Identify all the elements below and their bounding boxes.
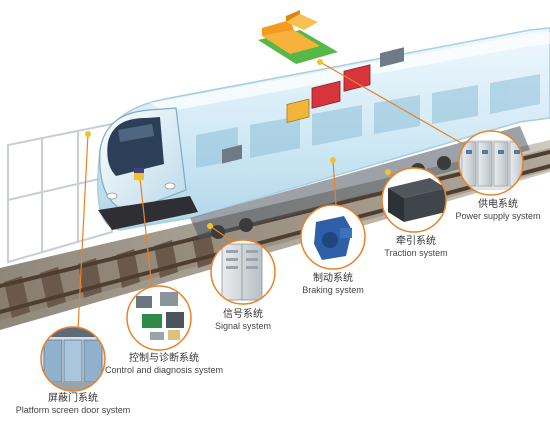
signal-label-en: Signal system [214,321,272,331]
traction-label: 牵引系统 Traction system [376,236,456,259]
power-supply-label-en: Power supply system [455,211,541,221]
signal-label: 信号系统 Signal system [203,309,283,332]
braking-label-en: Braking system [302,285,364,295]
control-diagnosis-circle [126,285,192,351]
control-diagnosis-label-en: Control and diagnosis system [104,365,224,375]
traction-label-zh: 牵引系统 [396,236,436,247]
equipment-red-box-1 [311,80,341,109]
control-diagnosis-label-zh: 控制与诊断系统 [129,353,199,364]
substation-icon [258,10,338,64]
power-supply-circle [458,130,524,196]
platform-door-frame [7,122,113,264]
platform-screen-door-circle [40,326,106,392]
platform-screen-door-label-en: Platform screen door system [15,405,131,415]
signal-label-zh: 信号系统 [223,309,263,320]
callout-dots [85,59,391,229]
power-supply-label: 供电系统 Power supply system [448,199,548,222]
power-supply-label-zh: 供电系统 [478,199,518,210]
platform-screen-door-label-zh: 屏蔽门系统 [48,393,98,404]
traction-label-en: Traction system [384,248,448,258]
traction-circle [381,167,447,233]
braking-label-zh: 制动系统 [313,273,353,284]
braking-label: 制动系统 Braking system [293,273,373,296]
signal-circle [210,239,276,305]
train [97,27,550,231]
equipment-red-box-2 [343,64,371,92]
equipment-yellow-box [286,98,310,123]
callout-lines [77,61,471,331]
control-diagnosis-label: 控制与诊断系统 Control and diagnosis system [99,353,229,376]
braking-circle [300,204,366,270]
platform-screen-door-label: 屏蔽门系统 Platform screen door system [13,393,133,416]
